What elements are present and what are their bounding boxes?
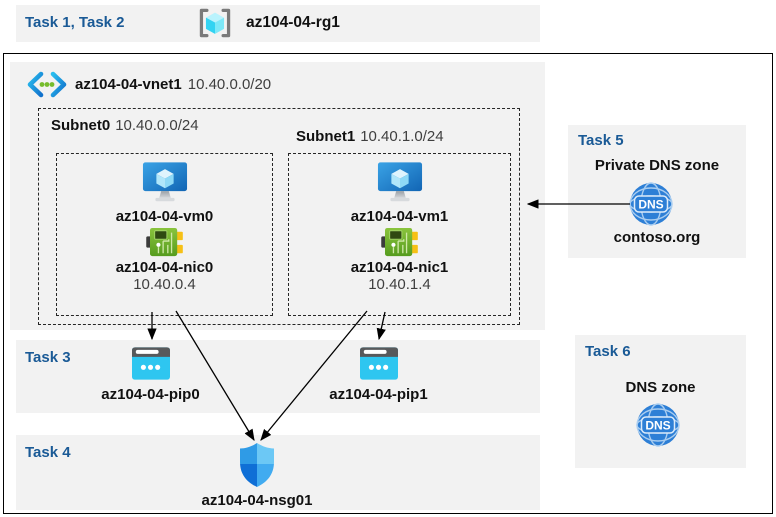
pip0-group: az104-04-pip0 <box>93 347 208 403</box>
subnet1-header: Subnet1 10.40.1.0/24 <box>296 128 444 145</box>
nic0-label: az104-04-nic0 <box>115 259 214 276</box>
subnet0-name: Subnet0 <box>51 117 111 134</box>
pip0-icon <box>131 347 170 380</box>
private-dns-icon: DNS <box>629 182 673 226</box>
diagram-frame <box>3 53 773 514</box>
private-dns-icon-text: DNS <box>638 198 663 212</box>
task4-label: Task 4 <box>25 444 71 461</box>
task4-band: Task 4 az104-04-nsg01 <box>16 435 540 510</box>
vnet-icon <box>25 71 69 98</box>
task12-band: Task 1, Task 2 az104-04-rg1 <box>16 5 540 42</box>
vnet-header: az104-04-vnet1 10.40.0.0/20 <box>25 71 271 98</box>
vnet-name: az104-04-vnet1 <box>75 76 182 93</box>
nic1-icon <box>380 227 419 257</box>
task6-label: Task 6 <box>585 343 631 360</box>
subnet1-name: Subnet1 <box>296 128 356 145</box>
vnet-box: az104-04-vnet1 10.40.0.0/20 Subnet0 10.4… <box>10 62 545 330</box>
subnet0-box: Subnet0 10.40.0.0/24 az104-04-vm0 <box>38 108 520 325</box>
nsg-group: az104-04-nsg01 <box>185 442 329 509</box>
vnet-cidr: 10.40.0.0/20 <box>187 76 272 93</box>
task6-box: Task 6 DNS zone DNS <box>575 335 746 468</box>
dns-zone-title: DNS zone <box>625 379 696 396</box>
vm0-group-box: az104-04-vm0 az104-04-nic0 10.40.0.4 <box>56 153 273 316</box>
pip0-label: az104-04-pip0 <box>101 386 200 403</box>
nsg-label: az104-04-nsg01 <box>201 492 313 509</box>
resource-group-icon <box>196 7 234 39</box>
private-dns-zone-name: contoso.org <box>613 229 701 246</box>
nic1-ip: 10.40.1.4 <box>368 276 431 293</box>
task3-band: Task 3 az104-04-pip0 <box>16 340 540 413</box>
vm1-label: az104-04-vm1 <box>350 208 449 225</box>
nic1-label: az104-04-nic1 <box>350 259 449 276</box>
pip1-label: az104-04-pip1 <box>329 386 428 403</box>
private-dns-zone-title: Private DNS zone <box>594 157 720 174</box>
nsg-shield-icon <box>239 442 275 488</box>
vm0-icon <box>142 161 188 204</box>
subnet1-cidr: 10.40.1.0/24 <box>360 128 444 145</box>
task5-label: Task 5 <box>578 132 624 149</box>
pip1-group: az104-04-pip1 <box>321 347 436 403</box>
task5-box: Task 5 Private DNS zone DNS contoso.org <box>568 125 746 258</box>
vm0-label: az104-04-vm0 <box>115 208 214 225</box>
vm1-group-box: az104-04-vm1 az104-04-nic1 10.40.1.4 <box>288 153 511 316</box>
nic0-icon <box>145 227 184 257</box>
task3-label: Task 3 <box>25 349 71 366</box>
dns-zone-icon-text: DNS <box>645 419 670 433</box>
task12-label: Task 1, Task 2 <box>25 14 125 31</box>
dns-zone-icon: DNS <box>636 403 680 447</box>
resource-group-name: az104-04-rg1 <box>246 14 340 31</box>
vm1-icon <box>377 161 423 204</box>
subnet0-header: Subnet0 10.40.0.0/24 <box>51 117 199 134</box>
pip1-icon <box>359 347 398 380</box>
nic0-ip: 10.40.0.4 <box>133 276 196 293</box>
subnet0-cidr: 10.40.0.0/24 <box>115 117 199 134</box>
